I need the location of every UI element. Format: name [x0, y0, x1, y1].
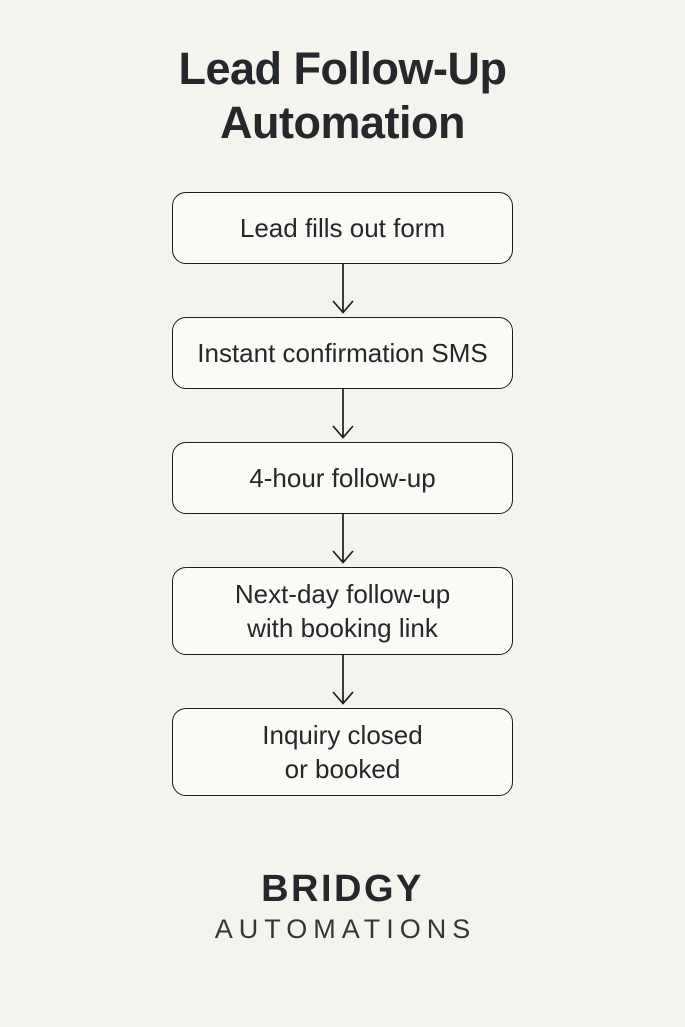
flowchart: Lead fills out form Instant confirmation…: [172, 192, 513, 796]
brand-name: BRIDGY: [261, 868, 424, 910]
flow-step-label: Instant confirmation SMS: [197, 338, 488, 368]
flow-step-label: Next-day follow-up with booking link: [234, 579, 451, 643]
arrow-down-icon: [331, 264, 354, 314]
flow-step-lead-form: Lead fills out form: [172, 192, 513, 264]
arrow-down-icon: [331, 389, 354, 439]
arrow-down-icon: [331, 514, 354, 564]
flow-step-inquiry-closed: Inquiry closed or booked: [172, 708, 513, 796]
arrow-down-icon: [331, 655, 354, 705]
flow-step-confirmation-sms: Instant confirmation SMS: [172, 317, 513, 389]
page-title-line-1: Lead Follow-Up: [178, 43, 507, 94]
brand-tagline: AUTOMATIONS: [214, 914, 477, 944]
flow-step-label: 4-hour follow-up: [249, 463, 436, 493]
flow-step-label: Inquiry closed or booked: [262, 720, 423, 784]
brand-footer: BRIDGY AUTOMATIONS: [209, 867, 477, 948]
flow-step-nextday-followup: Next-day follow-up with booking link: [172, 567, 513, 655]
flow-step-4hour-followup: 4-hour follow-up: [172, 442, 513, 514]
page-title-line-2: Automation: [220, 97, 465, 148]
flow-step-label: Lead fills out form: [239, 213, 446, 243]
